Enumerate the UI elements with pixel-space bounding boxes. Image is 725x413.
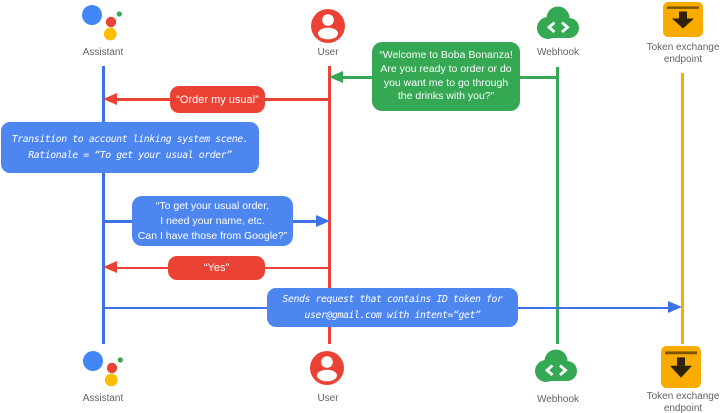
webhook-icon xyxy=(535,349,577,382)
webhook-icon xyxy=(537,6,579,39)
arrow-left-icon xyxy=(103,261,117,273)
webhook-label: Webhook xyxy=(536,47,580,58)
yes-message: “Yes” xyxy=(168,256,265,280)
assistant-icon xyxy=(83,351,123,387)
ask-details-message: “To get your usual order, I need your na… xyxy=(132,196,293,246)
send-request-message: Sends request that contains ID token for… xyxy=(267,288,518,327)
token-endpoint-icon xyxy=(663,2,703,37)
arrow-right-icon xyxy=(316,214,330,227)
token-endpoint-lifeline xyxy=(681,73,684,344)
webhook-lifeline xyxy=(556,67,559,344)
welcome-message: “Welcome to Boba Bonanza! Are you ready … xyxy=(372,42,520,111)
assistant-lifeline xyxy=(102,66,105,344)
assistant-label: Assistant xyxy=(82,47,124,58)
arrow-left-icon xyxy=(329,70,343,83)
assistant-label: Assistant xyxy=(82,393,124,404)
user-icon xyxy=(311,9,345,43)
arrow-right-icon xyxy=(668,301,682,313)
webhook-label: Webhook xyxy=(536,394,580,405)
arrow-left-icon xyxy=(103,92,117,105)
token-endpoint-label: Token exchange endpoint xyxy=(646,42,720,65)
user-lifeline xyxy=(328,66,331,344)
token-endpoint-icon xyxy=(661,346,701,388)
user-label: User xyxy=(317,393,339,404)
transition-note: Transition to account linking system sce… xyxy=(1,122,259,173)
assistant-icon xyxy=(82,5,122,41)
user-icon xyxy=(310,351,344,385)
order-my-usual-message: “Order my usual” xyxy=(170,86,265,113)
user-label: User xyxy=(317,47,339,58)
token-endpoint-label: Token exchange endpoint xyxy=(646,391,720,413)
